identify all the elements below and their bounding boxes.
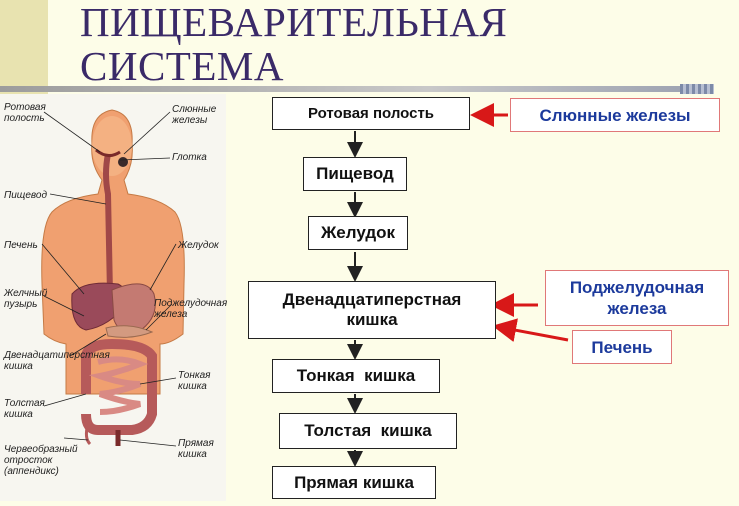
- title-line-1: ПИЩЕВАРИТЕЛЬНАЯ: [80, 0, 508, 45]
- arrow-liver: [492, 318, 569, 343]
- label-pancreas: Поджелудочная железа: [154, 298, 228, 320]
- flow-box-duodenum: Двенадцатиперстная кишка: [248, 281, 496, 339]
- side-box-pancreas: Поджелудочная железа: [545, 270, 729, 326]
- slide-title: ПИЩЕВАРИТЕЛЬНАЯ СИСТЕМА: [80, 0, 507, 88]
- flow-box-stomach: Желудок: [308, 216, 408, 250]
- esophagus-tube: [103, 153, 113, 295]
- label-appendix: Червеобразный отросток (аппендикс): [4, 444, 78, 477]
- body-figure: [41, 109, 185, 447]
- label-large-intestine: Толстая кишка: [4, 398, 45, 420]
- label-salivary-glands: Слюнные железы: [172, 104, 217, 126]
- label-oral-cavity: Ротовая полость: [4, 102, 46, 124]
- flow-box-rectum: Прямая кишка: [272, 466, 436, 499]
- anatomy-illustration: Ротовая полость Пищевод Печень Желчный п…: [0, 94, 228, 501]
- label-duodenum: Двенадцатиперстная кишка: [4, 350, 110, 372]
- side-arrows: [470, 103, 569, 343]
- corner-band: [0, 0, 48, 96]
- flow-box-esophagus: Пищевод: [303, 157, 407, 191]
- flow-box-large-intestine: Толстая кишка: [279, 413, 457, 449]
- leader-lines: [41, 111, 177, 447]
- mouth-cavity: [95, 148, 121, 157]
- title-divider-pattern: [680, 84, 714, 94]
- side-box-liver: Печень: [572, 330, 672, 364]
- pancreas-shape: [105, 325, 154, 338]
- label-esophagus: Пищевод: [4, 190, 47, 201]
- title-line-2: СИСТЕМА: [80, 43, 284, 89]
- title-divider: [0, 86, 714, 92]
- label-small-intestine: Тонкая кишка: [178, 370, 211, 392]
- label-liver: Печень: [4, 240, 38, 251]
- side-box-salivary-glands: Слюнные железы: [510, 98, 720, 132]
- flow-box-small-intestine: Тонкая кишка: [272, 359, 440, 393]
- large-intestine: [81, 338, 157, 435]
- flow-box-oral-cavity: Ротовая полость: [272, 97, 470, 130]
- label-stomach: Желудок: [178, 240, 219, 251]
- label-gallbladder: Желчный пузырь: [4, 288, 48, 310]
- appendix: [84, 423, 92, 446]
- label-pharynx: Глотка: [172, 152, 207, 163]
- label-rectum: Прямая кишка: [178, 438, 214, 460]
